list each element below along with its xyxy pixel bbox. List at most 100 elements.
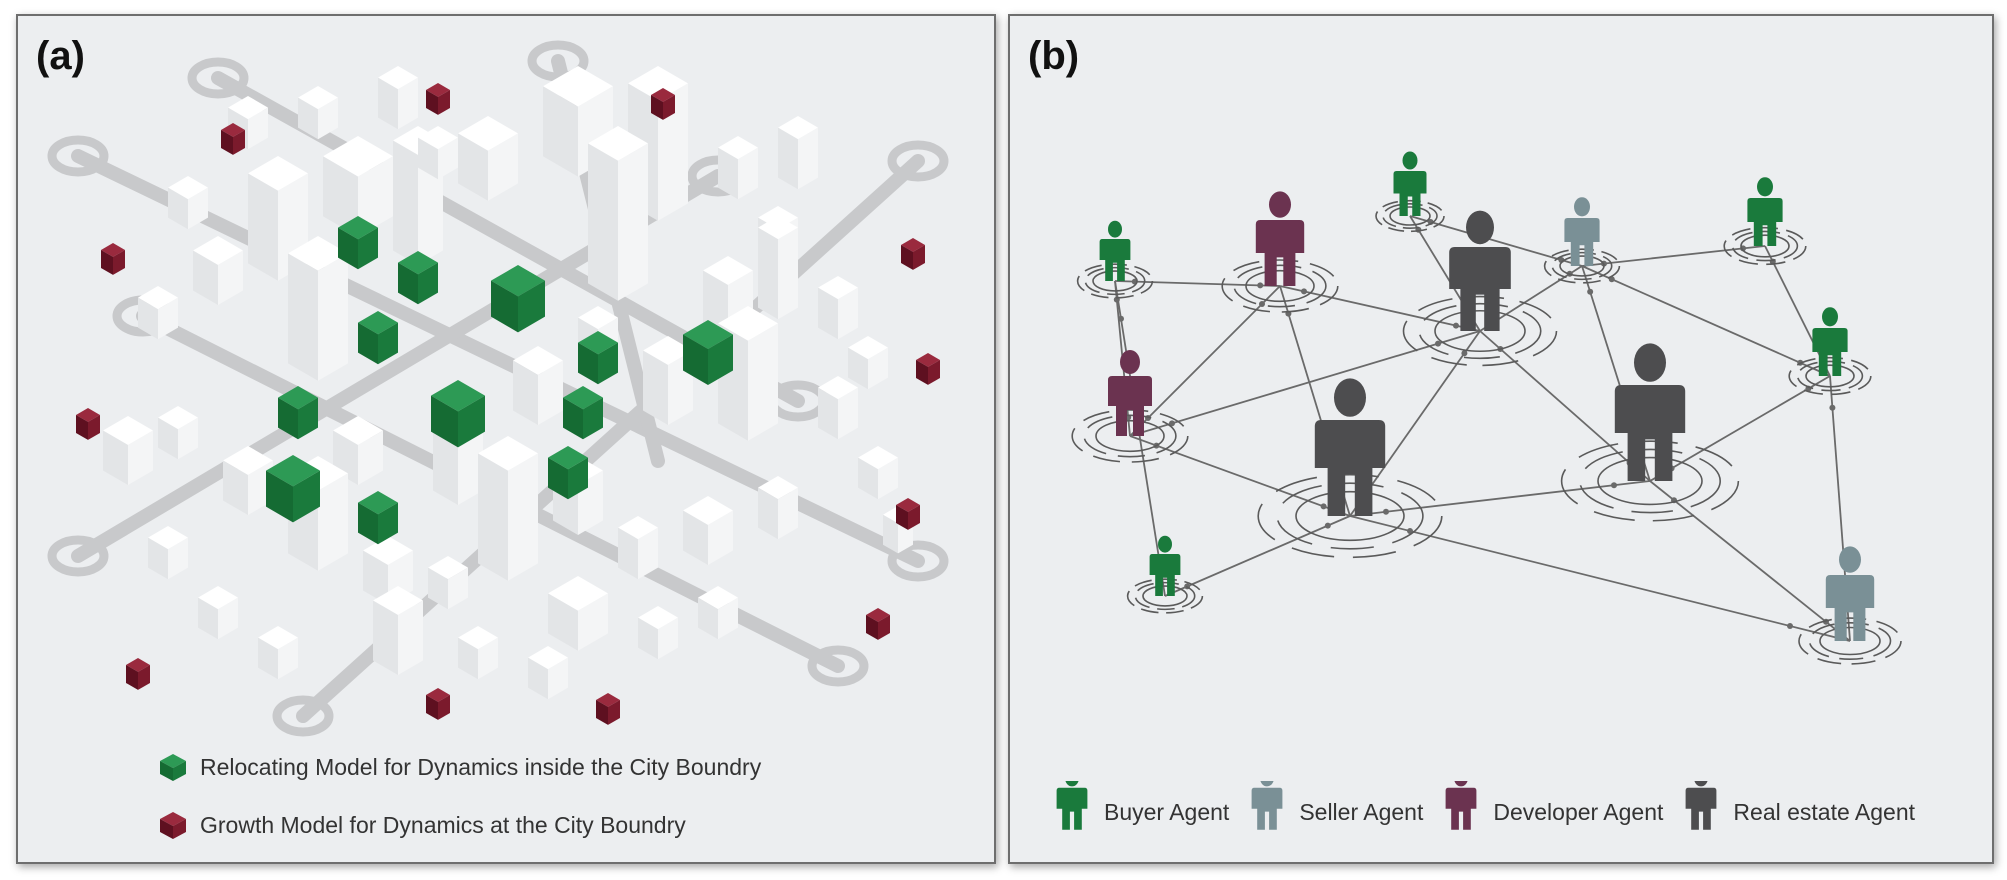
white-building <box>848 336 888 390</box>
legend-relocating-text: Relocating Model for Dynamics inside the… <box>200 753 762 780</box>
city-illustration <box>47 40 949 737</box>
legend-seller: Seller Agent <box>1245 781 1423 843</box>
white-building <box>258 626 298 680</box>
white-building <box>323 136 393 237</box>
white-building <box>548 576 608 651</box>
network-link <box>1164 515 1351 597</box>
white-building <box>103 416 153 485</box>
red-building <box>896 498 920 530</box>
link-node <box>1453 322 1459 329</box>
red-building <box>101 243 125 275</box>
link-node <box>1587 288 1594 295</box>
network-link <box>1349 480 1651 517</box>
agent-ring <box>1375 199 1445 233</box>
red-building <box>76 408 100 440</box>
buyer-agent-icon <box>1056 781 1088 830</box>
link-node <box>1407 528 1413 534</box>
realestate-agent-icon <box>1686 781 1717 830</box>
red-building <box>901 238 925 270</box>
link-node <box>1324 522 1331 529</box>
legend-seller-text: Seller Agent <box>1299 798 1424 825</box>
white-building <box>758 216 798 270</box>
white-building <box>698 586 738 640</box>
white-building <box>148 526 188 580</box>
white-building <box>643 336 693 425</box>
road-end-ring <box>887 540 949 582</box>
panel-a: (a) Relocating Model for Dynamics inside… <box>16 14 996 864</box>
agent-ring <box>1788 356 1872 396</box>
white-building <box>858 446 898 500</box>
panel-b-label: (b) <box>1028 34 1080 78</box>
network-link <box>1114 280 1166 597</box>
link-node <box>1435 340 1441 347</box>
white-building <box>818 376 858 440</box>
agent-network <box>1071 151 1902 665</box>
white-building <box>528 646 568 700</box>
buyer-agent <box>1393 151 1427 216</box>
legend-person-shape <box>1686 781 1717 830</box>
green-building <box>278 386 318 440</box>
red-building <box>426 688 450 720</box>
green-building <box>358 311 398 365</box>
white-building <box>138 286 178 340</box>
green-building <box>431 380 485 448</box>
link-node <box>1611 482 1617 489</box>
red-building <box>916 353 940 385</box>
developer-agent-icon <box>1445 781 1477 830</box>
white-building <box>193 236 243 305</box>
agent-ring <box>1402 295 1558 367</box>
link-node <box>1259 301 1265 307</box>
buyer-agent <box>1149 535 1181 596</box>
white-building <box>298 86 338 140</box>
legend-realestate: Real estate Agent <box>1679 781 1915 843</box>
white-building <box>418 126 458 180</box>
red-building <box>426 83 450 115</box>
white-building <box>168 176 208 230</box>
legend-growth-text: Growth Model for Dynamics at the City Bo… <box>200 811 686 838</box>
white-building <box>718 136 758 200</box>
seller-agent-icon <box>1251 781 1283 830</box>
agent-ring <box>1543 248 1621 284</box>
network-link <box>1649 375 1831 482</box>
green-building <box>578 331 618 385</box>
legend-buyer-text: Buyer Agent <box>1104 798 1230 825</box>
developer-agent <box>1255 191 1305 286</box>
road-end-ring <box>47 535 109 577</box>
agent-ring <box>1798 617 1902 665</box>
link-node <box>1829 404 1836 411</box>
agent-ring <box>1257 473 1443 559</box>
white-building <box>458 626 498 680</box>
network-link <box>1129 285 1281 437</box>
white-building <box>378 66 418 130</box>
green-building <box>338 216 378 270</box>
network-link <box>1479 330 1651 482</box>
white-building <box>683 496 733 565</box>
realestate-agent <box>1449 210 1511 331</box>
green-building <box>358 491 398 545</box>
white-building <box>778 116 818 190</box>
link-node <box>1118 315 1124 322</box>
white-building <box>458 116 518 201</box>
white-building <box>288 236 348 381</box>
white-building <box>478 436 538 581</box>
road-end-ring <box>187 57 249 99</box>
white-building <box>618 516 658 580</box>
red-building <box>651 88 675 120</box>
red-building <box>221 123 245 155</box>
legend-developer: Developer Agent <box>1439 781 1663 843</box>
white-building <box>758 476 798 540</box>
buyer-agent <box>1812 307 1848 376</box>
agent-legend: Buyer Agent Seller Agent Developer Agent… <box>1050 781 1931 843</box>
legend-person-shape <box>1251 781 1283 830</box>
link-node <box>1169 420 1175 427</box>
white-building <box>638 606 678 660</box>
network-link <box>1129 330 1481 437</box>
green-building <box>563 386 603 440</box>
link-node <box>1383 508 1389 515</box>
legend-person-shape <box>1445 781 1477 830</box>
red-building <box>866 608 890 640</box>
network-link <box>1279 285 1481 332</box>
agent-ring <box>1126 578 1204 614</box>
road-end-ring <box>272 695 334 737</box>
white-building <box>818 276 858 340</box>
